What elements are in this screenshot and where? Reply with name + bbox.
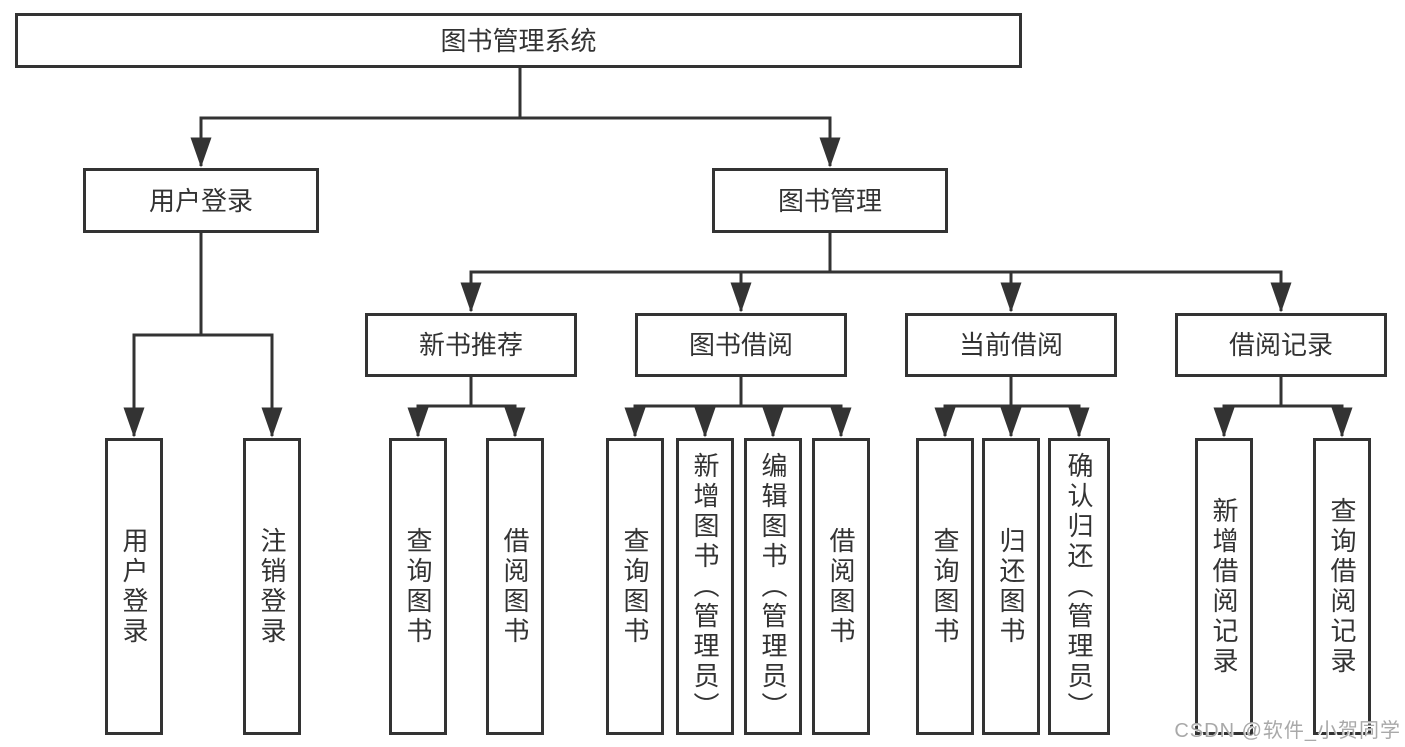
leaf-borrow-book: 借阅图书 bbox=[812, 438, 870, 735]
node-root-label: 图书管理系统 bbox=[440, 25, 597, 56]
node-user-login: 用户登录 bbox=[83, 168, 319, 233]
leaf-rec-search-book: 查询图书 bbox=[389, 438, 447, 735]
node-new-book-recommend: 新书推荐 bbox=[365, 313, 577, 377]
leaf-add-book-admin-label: 新增图书（管理员） bbox=[690, 451, 720, 722]
node-root: 图书管理系统 bbox=[15, 13, 1022, 68]
node-borrow-records-label: 借阅记录 bbox=[1228, 330, 1333, 360]
leaf-search-borrow-record: 查询借阅记录 bbox=[1313, 438, 1371, 735]
leaf-add-borrow-record: 新增借阅记录 bbox=[1195, 438, 1253, 735]
leaf-rec-borrow-book: 借阅图书 bbox=[486, 438, 544, 735]
leaf-user-login-label: 用户登录 bbox=[119, 526, 149, 647]
watermark: CSDN @软件_小贺同学 bbox=[1174, 720, 1401, 742]
node-book-borrow: 图书借阅 bbox=[635, 313, 847, 377]
leaf-confirm-return-admin-label: 确认归还（管理员） bbox=[1064, 451, 1094, 722]
leaf-logout-label: 注销登录 bbox=[257, 526, 287, 647]
node-new-book-recommend-label: 新书推荐 bbox=[418, 330, 523, 360]
node-borrow-records: 借阅记录 bbox=[1175, 313, 1387, 377]
leaf-return-book-label: 归还图书 bbox=[996, 526, 1026, 647]
node-book-management: 图书管理 bbox=[712, 168, 948, 233]
leaf-borrow-search-book-label: 查询图书 bbox=[620, 526, 650, 647]
node-current-borrow: 当前借阅 bbox=[905, 313, 1117, 377]
leaf-return-book: 归还图书 bbox=[982, 438, 1040, 735]
leaf-edit-book-admin: 编辑图书（管理员） bbox=[744, 438, 802, 735]
node-book-management-label: 图书管理 bbox=[777, 185, 882, 216]
leaf-current-search-book: 查询图书 bbox=[916, 438, 974, 735]
node-book-borrow-label: 图书借阅 bbox=[688, 330, 793, 360]
leaf-user-login: 用户登录 bbox=[105, 438, 163, 735]
leaf-edit-book-admin-label: 编辑图书（管理员） bbox=[758, 451, 788, 722]
leaf-confirm-return-admin: 确认归还（管理员） bbox=[1048, 438, 1110, 735]
leaf-add-borrow-record-label: 新增借阅记录 bbox=[1209, 496, 1239, 677]
leaf-rec-search-book-label: 查询图书 bbox=[403, 526, 433, 647]
leaf-current-search-book-label: 查询图书 bbox=[930, 526, 960, 647]
leaf-search-borrow-record-label: 查询借阅记录 bbox=[1327, 496, 1357, 677]
leaf-borrow-search-book: 查询图书 bbox=[606, 438, 664, 735]
node-user-login-label: 用户登录 bbox=[148, 185, 253, 216]
leaf-logout: 注销登录 bbox=[243, 438, 301, 735]
leaf-rec-borrow-book-label: 借阅图书 bbox=[500, 526, 530, 647]
leaf-borrow-book-label: 借阅图书 bbox=[826, 526, 856, 647]
leaf-add-book-admin: 新增图书（管理员） bbox=[676, 438, 734, 735]
node-current-borrow-label: 当前借阅 bbox=[958, 330, 1063, 360]
